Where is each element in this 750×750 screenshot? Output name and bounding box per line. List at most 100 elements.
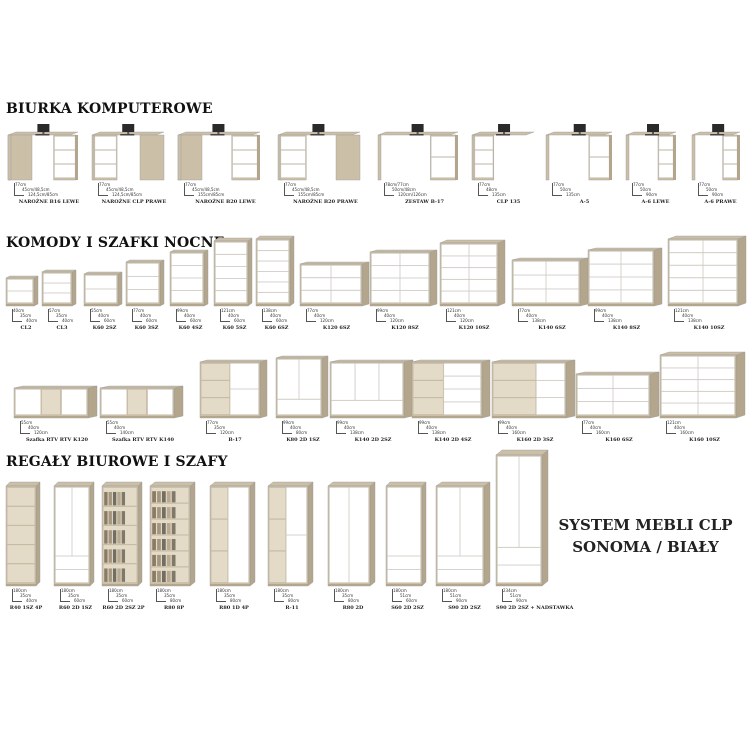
dimension-h: 138cm (263, 308, 277, 313)
product-name: NAROŻNE CLP PRAWE (101, 199, 167, 205)
dimension-bracket (306, 309, 316, 322)
product-name: Szafka RTV RTV K120 (26, 437, 88, 443)
product-name: R60 2D 1SZ (58, 605, 93, 611)
dimension-bracket (594, 309, 604, 322)
section-title-desks: BIURKA KOMPUTEROWE (6, 101, 213, 117)
furniture-illustration (377, 124, 471, 181)
furniture-illustration (267, 481, 316, 587)
dimension-w: 120cm/126cm (398, 192, 427, 197)
dimension-bracket (666, 421, 676, 434)
dimension-d: 35cm (282, 593, 294, 598)
dimension-d: 45cm/48,5cm (106, 187, 134, 192)
dimension-w: 160cm (596, 430, 610, 435)
product-name: B-17 (228, 437, 242, 443)
dimension-bracket (478, 183, 488, 196)
dimension-w: 138cm (350, 430, 364, 435)
dimension-bracket (108, 589, 118, 602)
furniture-illustration (495, 449, 550, 587)
dimension-w: 40cm (62, 318, 74, 323)
product-name: A-6 LEWE (641, 199, 670, 205)
furniture-illustration (101, 481, 145, 587)
dimension-d: 48cm (486, 187, 498, 192)
dimension-d: 50cm/48cm (392, 187, 416, 192)
dimension-h: 99cm (419, 420, 431, 425)
section-title-dressers: KOMODY I SZAFKI NOCNE (6, 235, 225, 251)
dimension-h: 77cm (307, 308, 319, 313)
furniture-illustration (625, 124, 685, 181)
product-name: K120 8SZ (391, 325, 419, 331)
dimension-d: 40cm (314, 313, 326, 318)
dimension-bracket (132, 309, 142, 322)
dimension-h: 180cm (157, 588, 171, 593)
dimension-bracket (518, 309, 528, 322)
dimension-h: 77cm (133, 308, 145, 313)
product-name: R80 2D (342, 605, 364, 611)
furniture-illustration (329, 359, 416, 419)
dimension-d: 40cm (674, 425, 686, 430)
product-name: R40 1SZ 4P (9, 605, 43, 611)
dimension-bracket (12, 309, 22, 322)
dimension-bracket (156, 589, 166, 602)
dimension-h: 99cm (283, 420, 295, 425)
product-name: R80 8P (163, 605, 185, 611)
dimension-h: 121cm (221, 308, 235, 313)
dimension-w: 90cm (712, 192, 724, 197)
dimension-h: 180cm (61, 588, 75, 593)
dimension-w: 90cm (456, 598, 468, 603)
dimension-d: 40cm (140, 313, 152, 318)
dimension-w: 135cm (492, 192, 506, 197)
dimension-w: 140cm (120, 430, 134, 435)
furniture-illustration (255, 235, 297, 307)
furniture-illustration (411, 359, 494, 419)
dimension-h: 77cm (185, 182, 197, 187)
dimension-bracket (442, 589, 452, 602)
dimension-d: 45cm/48,5cm (22, 187, 50, 192)
dimension-d: 45cm/48,5cm (292, 187, 320, 192)
dimension-w: 138cm (608, 318, 622, 323)
dimension-d: 40cm (454, 313, 466, 318)
product-name: S90 2D 2SZ + NADSTAWKA (496, 605, 574, 611)
dimension-h: 99cm (499, 420, 511, 425)
product-name: K140 6SZ (538, 325, 566, 331)
dimension-d: 35cm (342, 593, 354, 598)
dimension-d: 40cm (184, 313, 196, 318)
product-name: K60 6SZ (264, 325, 289, 331)
dimension-h: 180cm (13, 588, 27, 593)
dimension-bracket (14, 183, 24, 196)
dimension-d: 51cm (450, 593, 462, 598)
dimension-h: 99cm (337, 420, 349, 425)
dimension-w: 60cm (190, 318, 202, 323)
furniture-illustration (7, 124, 90, 181)
dimension-bracket (106, 421, 116, 434)
product-name: K160 6SZ (605, 437, 633, 443)
dimension-h: 55cm (21, 420, 33, 425)
furniture-illustration (83, 271, 125, 307)
furniture-illustration (511, 257, 592, 307)
product-name: K140 2D 4SZ (434, 437, 472, 443)
dimension-bracket (262, 309, 272, 322)
dimension-w: 135cm (566, 192, 580, 197)
dimension-d: 35cm (164, 593, 176, 598)
furniture-illustration (5, 275, 40, 307)
dimension-bracket (206, 421, 216, 434)
product-name: K80 2D 1SZ (286, 437, 320, 443)
furniture-illustration (545, 124, 623, 181)
dimension-d: 40cm (682, 313, 694, 318)
dimension-d: 35cm (68, 593, 80, 598)
furniture-illustration (369, 249, 440, 307)
furniture-illustration (213, 237, 255, 307)
dimension-d: 40cm (344, 425, 356, 430)
product-name: R-11 (285, 605, 299, 611)
furniture-illustration (275, 355, 330, 419)
dimension-bracket (334, 589, 344, 602)
dimension-d: 35cm (214, 425, 226, 430)
dimension-w: 124,5cm/85cm (28, 192, 59, 197)
dimension-bracket (384, 183, 394, 196)
dimension-w: 80cm (288, 598, 300, 603)
dimension-h: 57cm (49, 308, 61, 313)
system-title-line1: SYSTEM MEBLI CLP (558, 516, 733, 534)
dimension-w: 60cm (122, 598, 134, 603)
dimension-d: 40cm (384, 313, 396, 318)
furniture-illustration (659, 351, 749, 419)
dimension-bracket (216, 589, 226, 602)
